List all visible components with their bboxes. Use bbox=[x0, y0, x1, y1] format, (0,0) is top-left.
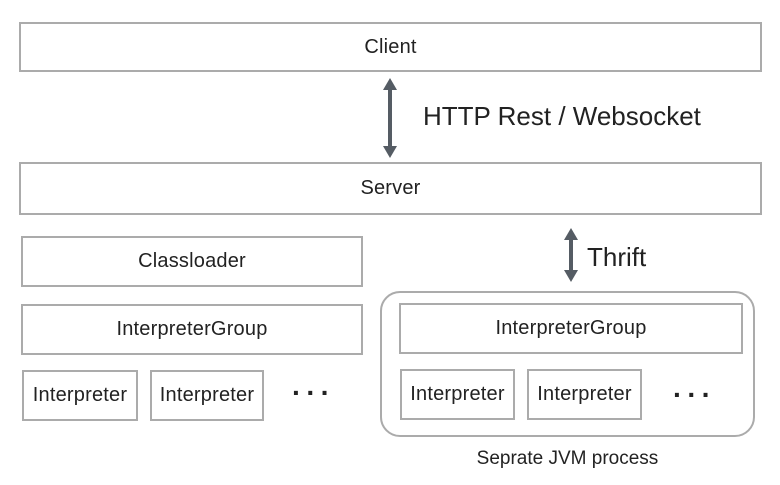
server-box: Server bbox=[19, 162, 762, 215]
interpreter-box-left-2: Interpreter bbox=[150, 370, 264, 421]
interpreter-right-2-label: Interpreter bbox=[537, 383, 632, 405]
interpreter-box-right-2: Interpreter bbox=[527, 369, 642, 420]
arrow-up-head bbox=[564, 228, 578, 240]
interpreter-right-1-label: Interpreter bbox=[410, 383, 505, 405]
jvm-process-caption: Seprate JVM process bbox=[476, 448, 659, 469]
thrift-double-arrow-icon bbox=[564, 228, 578, 282]
arrow-down-head bbox=[564, 270, 578, 282]
client-box-label: Client bbox=[364, 35, 417, 58]
arrow-up-head bbox=[383, 78, 397, 90]
interpreter-group-left-label: InterpreterGroup bbox=[116, 318, 268, 340]
interpreter-group-box-left: InterpreterGroup bbox=[21, 304, 363, 355]
arrow-down-head bbox=[383, 146, 397, 158]
interpreter-box-left-1: Interpreter bbox=[22, 370, 138, 421]
ellipsis-dots-right: ··· bbox=[673, 379, 716, 410]
classloader-box-label: Classloader bbox=[138, 250, 246, 272]
interpreter-left-2-label: Interpreter bbox=[159, 384, 255, 406]
interpreter-group-box-right: InterpreterGroup bbox=[399, 303, 743, 354]
interpreter-box-right-1: Interpreter bbox=[400, 369, 515, 420]
client-box: Client bbox=[19, 22, 762, 72]
ellipsis-dots-left: ··· bbox=[292, 377, 335, 408]
arrow-shaft bbox=[388, 90, 392, 146]
interpreter-left-1-label: Interpreter bbox=[32, 384, 128, 406]
interpreter-group-right-label: InterpreterGroup bbox=[495, 317, 647, 339]
arrow-shaft bbox=[569, 240, 573, 270]
classloader-box: Classloader bbox=[21, 236, 363, 287]
server-box-label: Server bbox=[360, 177, 421, 199]
http-double-arrow-icon bbox=[383, 78, 397, 158]
http-arrow-label: HTTP Rest / Websocket bbox=[423, 101, 701, 131]
thrift-arrow-label: Thrift bbox=[587, 242, 647, 272]
